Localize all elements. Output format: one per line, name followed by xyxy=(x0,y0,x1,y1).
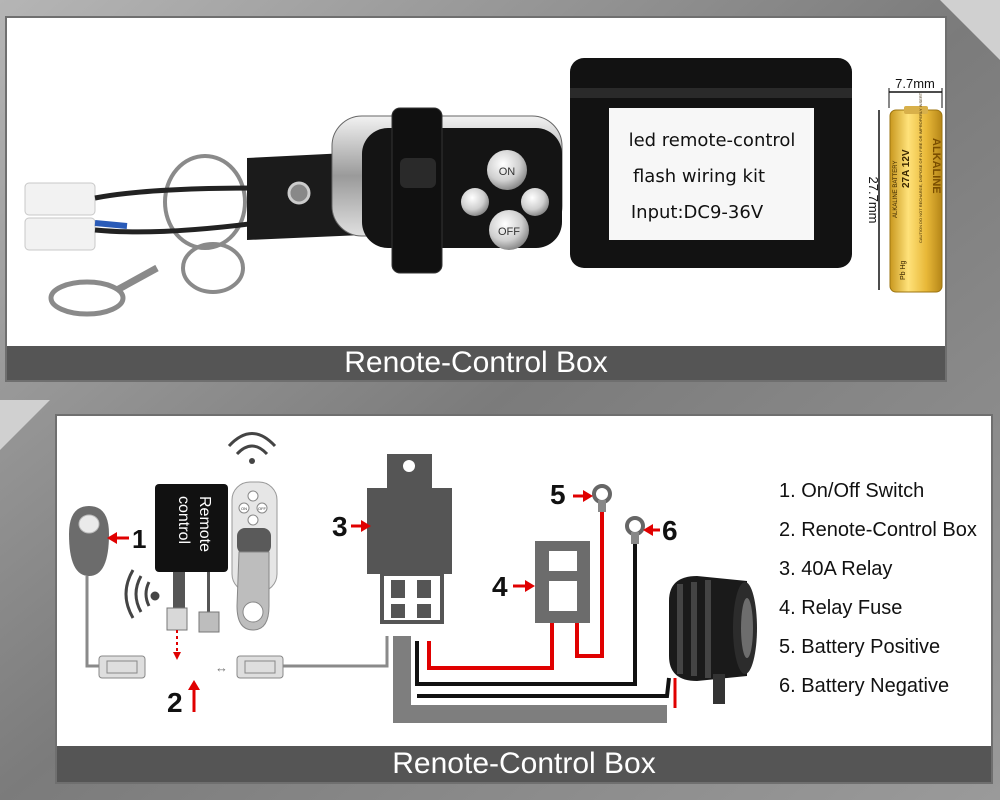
legend-item-4: 4. Relay Fuse xyxy=(779,597,903,619)
product-photo: ON OFF led remote-control flash wiring k… xyxy=(24,58,943,317)
connector-plug xyxy=(24,182,258,251)
battery-photo: 7.7mm 27.7mm ALKALINE 27A 12V ALKALINE B… xyxy=(866,76,943,293)
callout-1: 1 xyxy=(132,524,146,554)
battery-positive-terminal xyxy=(592,484,612,512)
battery-type: 27A 12V xyxy=(901,149,912,188)
callout-2: 2 xyxy=(167,687,183,718)
legend-item-5: 5. Battery Positive xyxy=(779,636,941,658)
diagram-box-line2: control xyxy=(175,496,192,544)
legend-item-3: 3. 40A Relay xyxy=(779,558,893,580)
wiring-diagram: 1 Remote control xyxy=(69,432,757,723)
fob-on-label: ON xyxy=(241,506,247,511)
callout-5: 5 xyxy=(550,479,566,510)
remote-off-button xyxy=(489,210,529,250)
callout-3: 3 xyxy=(332,511,348,542)
battery-width-label: 7.7mm xyxy=(895,76,935,91)
top-caption: Renote-Control Box xyxy=(7,346,945,380)
diagram-box-line1: Remote xyxy=(196,496,213,552)
relay-fuse xyxy=(535,541,590,623)
connect-arrow: ↔ xyxy=(215,660,228,675)
battery-warning: CAUTION DO NOT RECHARGE, DISPOSE OF IN F… xyxy=(918,92,923,243)
legend-item-6: 6. Battery Negative xyxy=(779,675,950,697)
relay-40a xyxy=(367,454,452,624)
led-work-light xyxy=(669,576,757,704)
battery-negative-terminal xyxy=(625,516,645,544)
receiver-box-photo: led remote-control flash wiring kit Inpu… xyxy=(570,58,852,268)
box-label-line2: flash wiring kit xyxy=(633,166,765,187)
remote-key-fob: ON OFF xyxy=(227,432,278,631)
diagram-legend: 1. On/Off Switch 2. Renote-Control Box 3… xyxy=(779,472,977,706)
battery-height-label: 27.7mm xyxy=(866,177,881,224)
remote-control-box: Remote control xyxy=(155,484,228,660)
wiring-diagram-panel: 1 Remote control xyxy=(55,414,993,784)
remote-on-label: ON xyxy=(499,166,516,178)
box-label-line1: led remote-control xyxy=(629,130,796,151)
remote-on-button xyxy=(487,150,527,190)
bottom-caption: Renote-Control Box xyxy=(57,746,991,782)
callout-4: 4 xyxy=(492,571,508,602)
battery-brand: ALKALINE xyxy=(930,138,942,194)
box-label-line3: Input:DC9-36V xyxy=(631,202,764,223)
remote-control-photo: ON OFF xyxy=(331,107,563,274)
battery-marking: Pb Hg xyxy=(900,260,907,280)
product-photo-panel: ON OFF led remote-control flash wiring k… xyxy=(5,16,947,382)
fob-off-label: OFF xyxy=(258,506,267,511)
legend-item-1: 1. On/Off Switch xyxy=(779,480,925,502)
battery-small-text: ALKALINE BATTERY xyxy=(893,161,899,218)
signal-waves xyxy=(124,569,160,619)
callout-6: 6 xyxy=(662,515,678,546)
remote-off-label: OFF xyxy=(498,226,520,238)
on-off-switch xyxy=(69,506,109,576)
legend-item-2: 2. Renote-Control Box xyxy=(779,519,977,541)
key-rings xyxy=(48,154,247,317)
harness-connectors: ↔ xyxy=(98,655,284,679)
power-wires xyxy=(415,508,677,708)
